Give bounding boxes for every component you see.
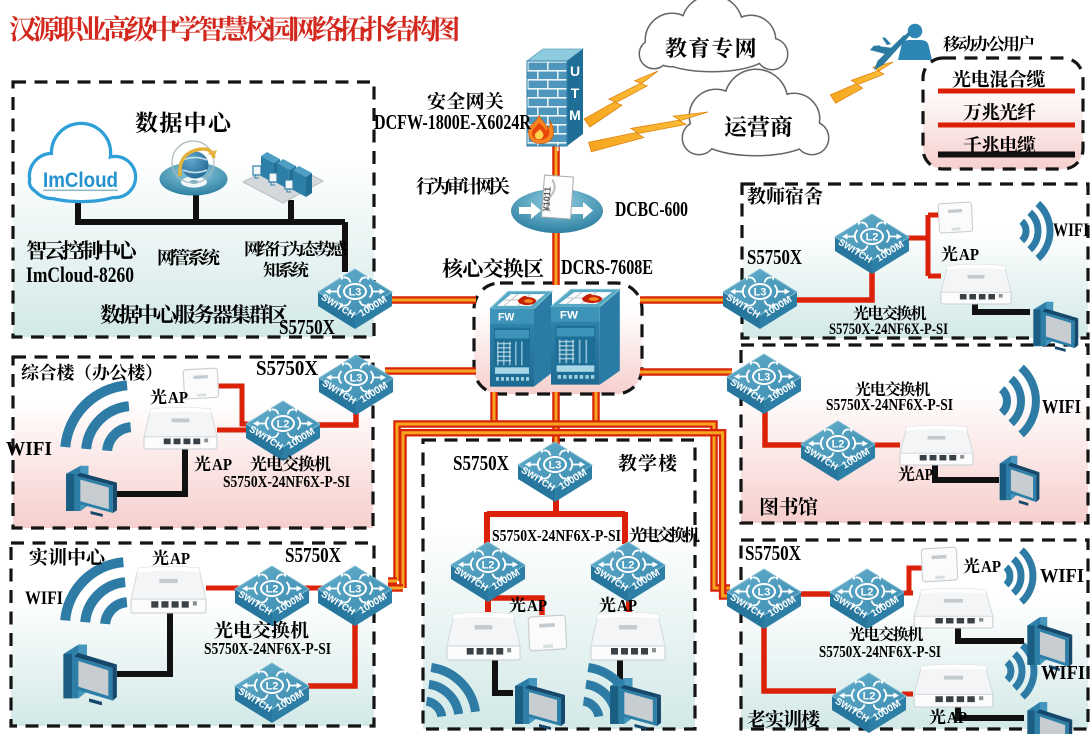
svg-text:DCBC-600: DCBC-600 — [615, 197, 688, 221]
svg-text:S5750X-24NF6X-P-SI: S5750X-24NF6X-P-SI — [826, 395, 953, 414]
svg-text:L3: L3 — [758, 372, 771, 384]
svg-text:AP: AP — [212, 455, 232, 474]
svg-text:S5750X-24NF6X-P-SI: S5750X-24NF6X-P-SI — [204, 639, 331, 658]
svg-text:S5750X-24NF6X-P-SI: S5750X-24NF6X-P-SI — [223, 472, 350, 491]
svg-text:AP: AP — [915, 465, 933, 484]
svg-text:L2: L2 — [266, 681, 279, 693]
svg-text:S5750X: S5750X — [256, 356, 318, 380]
svg-text:WIFI: WIFI — [1040, 565, 1084, 587]
svg-text:L2: L2 — [861, 587, 874, 599]
svg-text:WIFI: WIFI — [25, 588, 63, 609]
svg-text:L2: L2 — [863, 691, 876, 703]
svg-text:AP: AP — [981, 557, 1001, 576]
svg-text:L2: L2 — [482, 560, 495, 572]
svg-text:S5750X-24NF6X-P-SI: S5750X-24NF6X-P-SI — [819, 642, 941, 661]
svg-text:AP: AP — [947, 708, 967, 727]
svg-text:¥1011: ¥1011 — [541, 186, 553, 211]
svg-text:M: M — [569, 107, 581, 123]
svg-text:L3: L3 — [349, 584, 362, 596]
svg-text:DCRS-7608E: DCRS-7608E — [561, 255, 653, 279]
svg-text:S5750X-24NF6X-P-SI: S5750X-24NF6X-P-SI — [492, 526, 621, 545]
svg-text:T: T — [571, 85, 580, 101]
svg-text:AP: AP — [527, 596, 547, 615]
svg-text:S5750X: S5750X — [747, 245, 802, 269]
svg-text:L3: L3 — [754, 287, 767, 299]
svg-text:L3: L3 — [549, 460, 562, 472]
svg-text:ImCloud: ImCloud — [43, 169, 118, 192]
svg-text:L2: L2 — [622, 560, 635, 572]
svg-text:L2: L2 — [866, 232, 879, 244]
svg-text:S5750X: S5750X — [453, 451, 509, 475]
svg-text:L3: L3 — [349, 287, 362, 299]
svg-text:L3: L3 — [350, 373, 363, 385]
svg-text:FW: FW — [560, 309, 578, 321]
svg-text:ImCloud-8260: ImCloud-8260 — [26, 262, 134, 287]
svg-text:AP: AP — [959, 245, 979, 264]
svg-text:WIFI: WIFI — [1053, 220, 1089, 241]
svg-text:S5750X: S5750X — [745, 541, 801, 565]
svg-text:WIFI: WIFI — [6, 438, 52, 460]
svg-text:S5750X: S5750X — [285, 543, 341, 567]
svg-text:U: U — [570, 63, 580, 79]
svg-text:WIFI: WIFI — [1042, 396, 1081, 418]
svg-text:S5750X-24NF6X-P-SI: S5750X-24NF6X-P-SI — [829, 321, 948, 338]
svg-text:AP: AP — [170, 549, 190, 568]
svg-text:FW: FW — [498, 311, 515, 323]
svg-text:L3: L3 — [758, 587, 771, 599]
svg-text:L2: L2 — [277, 419, 290, 431]
svg-text:L2: L2 — [832, 439, 845, 451]
svg-text:WIFI: WIFI — [1041, 662, 1085, 684]
svg-text:L2: L2 — [266, 584, 279, 596]
svg-text:DCFW-1800E-X6024R: DCFW-1800E-X6024R — [374, 110, 532, 134]
svg-text:S5750X: S5750X — [279, 315, 335, 339]
svg-text:AP: AP — [617, 596, 637, 615]
svg-text:AP: AP — [168, 388, 188, 407]
